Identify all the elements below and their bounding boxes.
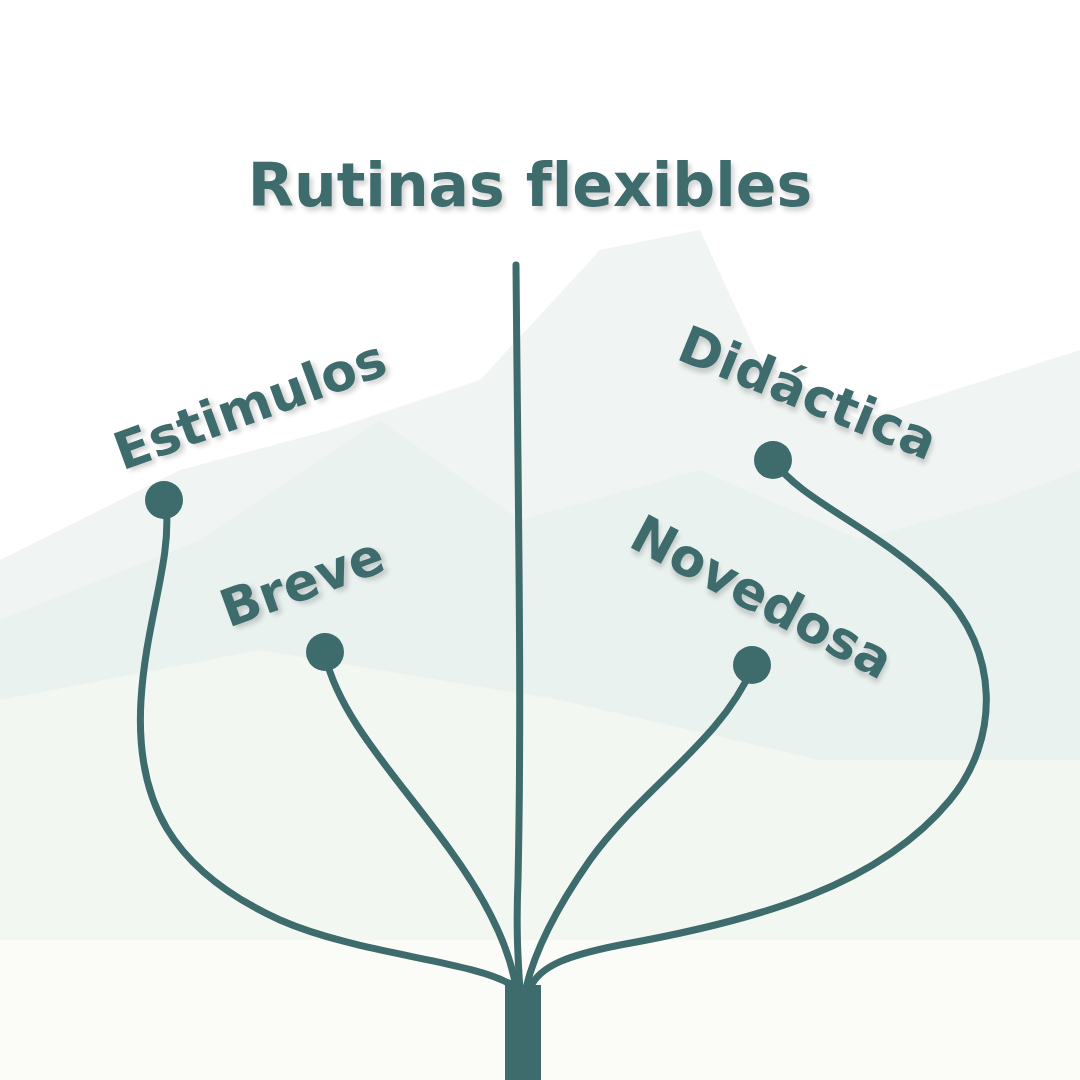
branch: [140, 505, 512, 985]
branch-dot: [754, 441, 792, 479]
mountain-background: [0, 230, 1080, 1080]
diagram-title: Rutinas flexibles: [248, 155, 813, 215]
branch-dot: [306, 633, 344, 671]
branch-dot: [145, 481, 183, 519]
branch: [530, 462, 986, 988]
tree-trunk: [505, 985, 541, 1080]
branch-dot: [733, 646, 771, 684]
branch: [325, 655, 516, 988]
tree-trunk-line: [516, 265, 520, 990]
